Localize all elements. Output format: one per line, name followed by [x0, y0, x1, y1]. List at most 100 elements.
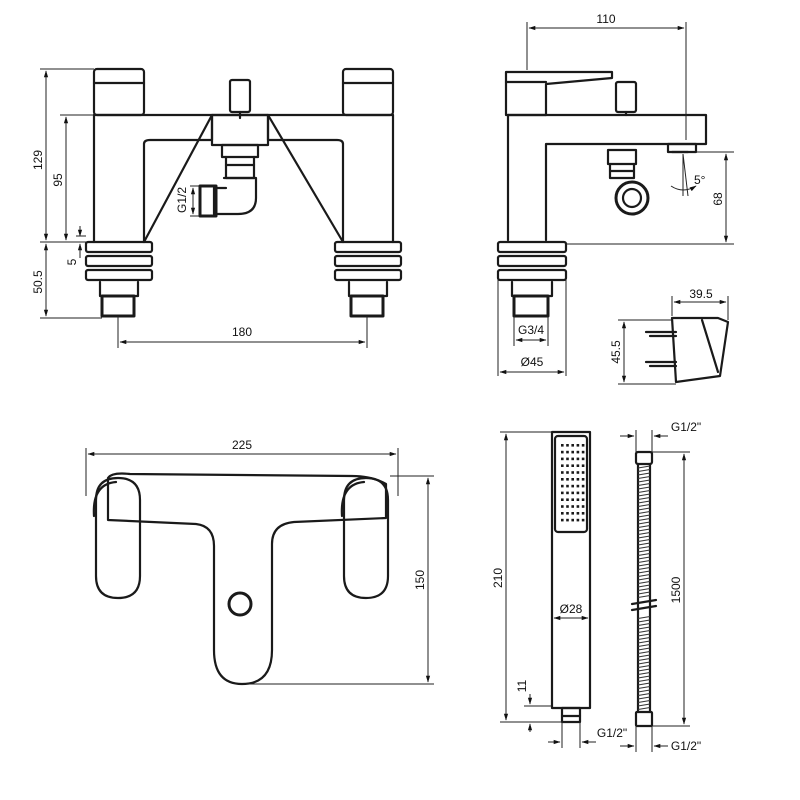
- hose-coil-turn: [637, 696, 651, 700]
- dim-39-5-label: 39.5: [689, 287, 713, 301]
- spray-nozzle: [566, 512, 569, 515]
- hose-coil-turn: [637, 549, 651, 553]
- hose-coil-turn: [637, 693, 651, 696]
- hose-coil-turn: [637, 654, 651, 658]
- spray-nozzles: [561, 444, 585, 522]
- hose-view: G1/2" 1500 G1/2": [620, 420, 701, 753]
- spray-nozzle: [571, 491, 574, 495]
- spray-nozzle: [566, 450, 569, 454]
- hose-coil-turn: [637, 570, 651, 574]
- hose-coil-turn: [637, 500, 651, 504]
- side-elbow: [614, 180, 650, 216]
- elbow-outlet: [198, 184, 218, 218]
- spray-nozzle: [576, 471, 580, 474]
- hose-coil-turn: [637, 560, 651, 563]
- hose-coil-turn: [637, 591, 651, 595]
- hose-coil-turn: [637, 707, 651, 710]
- spray-nozzle: [571, 484, 574, 488]
- spray-nozzle: [566, 471, 569, 474]
- hose-coil: [636, 462, 652, 714]
- spray-nozzle: [571, 478, 574, 481]
- spray-nozzle: [561, 450, 564, 454]
- spray-nozzle: [581, 498, 585, 501]
- spray-nozzle: [576, 444, 580, 447]
- spray-nozzle: [571, 450, 574, 454]
- hose-coil-turn: [637, 668, 651, 672]
- hose-coil-turn: [637, 700, 651, 703]
- dim-hose-bottom-g12-label: G1/2": [671, 739, 701, 753]
- spray-nozzle: [571, 512, 574, 515]
- hose-coil-turn: [637, 493, 651, 497]
- spray-nozzle: [561, 498, 564, 501]
- spray-nozzle: [576, 498, 580, 501]
- spray-nozzle: [581, 444, 585, 447]
- hose-bottom-nut: [634, 710, 654, 728]
- spray-nozzle: [571, 444, 574, 447]
- spray-nozzle: [576, 484, 580, 488]
- hose-coil-turn: [637, 476, 651, 479]
- hose-coil-turn: [637, 469, 651, 472]
- spray-nozzle: [581, 491, 585, 495]
- hose-coil-turn: [637, 626, 651, 630]
- spray-nozzle: [581, 471, 585, 474]
- dim-1500-label: 1500: [669, 576, 683, 603]
- spray-nozzle: [571, 498, 574, 501]
- hose-coil-turn: [637, 619, 651, 623]
- hose-coil-turn: [637, 623, 651, 626]
- dim-g12-label: G1/2: [175, 187, 189, 213]
- hose-top-nut: [634, 450, 654, 466]
- hose-coil-turn: [637, 514, 651, 518]
- dim-50-5-label: 50.5: [31, 270, 45, 294]
- spray-nozzle: [566, 484, 569, 488]
- hose-coil-turn: [637, 644, 651, 647]
- hose-coil-turn: [637, 539, 651, 542]
- hose-coil-turn: [637, 679, 651, 682]
- hose-coil-turn: [637, 532, 651, 535]
- left-deck-rings: [84, 240, 154, 318]
- dim-68-label: 68: [711, 192, 725, 206]
- hose-coil-turn: [637, 630, 651, 633]
- top-left-lever: [94, 476, 142, 600]
- dim-45-5-label: 45.5: [609, 340, 623, 364]
- body-right: [266, 113, 395, 244]
- spray-nozzle: [581, 450, 585, 454]
- spray-nozzle: [576, 518, 580, 522]
- hose-coil-turn: [637, 518, 651, 521]
- front-view: 129 95 5 50.5 180 G1/2: [31, 67, 403, 348]
- hose-coil-turn: [637, 665, 651, 668]
- hose-coil-turn: [637, 661, 651, 665]
- spray-nozzle: [561, 505, 564, 508]
- dim-180-label: 180: [232, 325, 252, 339]
- dim-95-label: 95: [51, 173, 65, 187]
- dim-11-label: 11: [515, 679, 529, 692]
- spray-nozzle: [576, 478, 580, 481]
- spray-nozzle: [561, 471, 564, 474]
- hose-coil-turn: [637, 584, 651, 588]
- spray-nozzle: [581, 518, 585, 522]
- right-deck-rings: [333, 240, 403, 318]
- hose-coil-turn: [637, 472, 651, 476]
- hose-coil-turn: [637, 511, 651, 514]
- hose-coil-turn: [637, 686, 651, 689]
- hose-coil-turn: [637, 595, 651, 598]
- dim-150-label: 150: [413, 570, 427, 590]
- spray-nozzle: [566, 505, 569, 508]
- hose-coil-turn: [637, 675, 651, 679]
- hose-coil-turn: [637, 689, 651, 693]
- spray-nozzle: [566, 464, 569, 467]
- hose-coil-turn: [637, 525, 651, 528]
- hose-coil-turn: [637, 497, 651, 500]
- side-lever: [504, 70, 614, 117]
- spray-nozzle: [576, 512, 580, 515]
- spray-nozzle: [576, 464, 580, 467]
- hose-coil-turn: [637, 651, 651, 654]
- body-left: [92, 113, 214, 244]
- hose-coil-turn: [637, 556, 651, 560]
- hose-coil-turn: [637, 633, 651, 637]
- dim-210-label: 210: [491, 568, 505, 588]
- spray-nozzle: [576, 450, 580, 454]
- spray-nozzle: [566, 518, 569, 522]
- right-handle: [341, 67, 395, 117]
- spray-nozzle: [581, 478, 585, 481]
